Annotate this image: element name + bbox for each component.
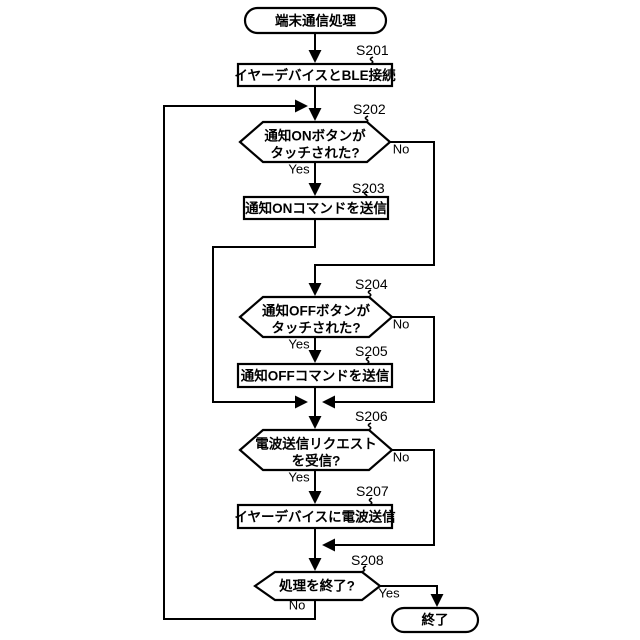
node-s208-decision: S208 処理を終了? Yes No <box>253 552 400 613</box>
s203-process-shape <box>242 195 390 221</box>
edge-s208-yes-to-end <box>380 585 444 607</box>
edge-s206-no-to-merge <box>322 449 435 552</box>
s205-process-label: 通知OFFコマンドを送信 <box>241 368 390 384</box>
s201-process-shape <box>236 62 394 88</box>
s206-yes-label: Yes <box>288 470 310 485</box>
step-label-s207: S207 <box>356 483 389 499</box>
s204-no-label: No <box>393 317 410 332</box>
s204-decision-line2: タッチされた? <box>271 321 360 336</box>
s207-process-label: イヤーデバイスに電波送信 <box>234 509 396 525</box>
s206-decision-shape <box>238 428 394 472</box>
node-start-terminal: 端末通信処理 <box>243 6 388 35</box>
start-terminal-shape <box>243 6 388 35</box>
s208-decision-label: 処理を終了? <box>278 578 355 594</box>
edge-s204-no-to-merge <box>322 316 435 409</box>
node-s207-process: S207 イヤーデバイスに電波送信 <box>234 483 396 530</box>
s206-decision-line1: 電波送信リクエスト <box>255 436 377 452</box>
s202-no-label: No <box>393 142 410 157</box>
s207-process-shape <box>236 503 394 530</box>
step-label-s202: S202 <box>353 101 386 117</box>
node-s205-process: S205 通知OFFコマンドを送信 <box>236 343 394 389</box>
s205-process-shape <box>236 362 394 389</box>
step-label-s206: S206 <box>355 408 388 424</box>
node-s202-decision: S202 通知ONボタンが タッチされた? Yes No <box>238 101 410 177</box>
step-label-s205: S205 <box>355 343 388 359</box>
s208-no-label: No <box>289 598 306 613</box>
s202-decision-shape <box>238 120 392 164</box>
node-end-terminal: 終了 <box>390 606 480 634</box>
edge-s203-to-merge <box>212 219 316 409</box>
node-s201-process: S201 イヤーデバイスとBLE接続 <box>234 42 396 88</box>
s202-decision-line2: タッチされた? <box>270 146 359 161</box>
node-s206-decision: S206 電波送信リクエスト を受信? Yes No <box>238 408 410 485</box>
s208-decision-shape <box>253 570 382 602</box>
s202-yes-label: Yes <box>288 162 310 177</box>
s202-decision-line1: 通知ONボタンが <box>264 128 366 144</box>
node-s204-decision: S204 通知OFFボタンが タッチされた? Yes No <box>238 276 410 352</box>
step-label-s203: S203 <box>352 180 385 196</box>
s208-yes-label: Yes <box>378 586 400 601</box>
s204-decision-shape <box>238 295 394 339</box>
s204-decision-line1: 通知OFFボタンが <box>262 303 370 319</box>
s203-process-label: 通知ONコマンドを送信 <box>245 200 387 216</box>
s204-yes-label: Yes <box>288 337 310 352</box>
edge-s208-no-loop-back <box>163 99 316 620</box>
s206-decision-line2: を受信? <box>292 453 341 469</box>
edge-s202-no-to-s204 <box>308 141 435 296</box>
end-terminal-shape <box>390 606 480 634</box>
end-terminal-label: 終了 <box>422 612 449 628</box>
step-label-s201: S201 <box>356 42 389 58</box>
s201-process-label: イヤーデバイスとBLE接続 <box>234 67 396 83</box>
s206-no-label: No <box>393 450 410 465</box>
step-label-s208: S208 <box>351 552 384 568</box>
node-s203-process: S203 通知ONコマンドを送信 <box>242 180 390 221</box>
step-label-s204: S204 <box>355 276 388 292</box>
start-terminal-label: 端末通信処理 <box>275 13 356 29</box>
